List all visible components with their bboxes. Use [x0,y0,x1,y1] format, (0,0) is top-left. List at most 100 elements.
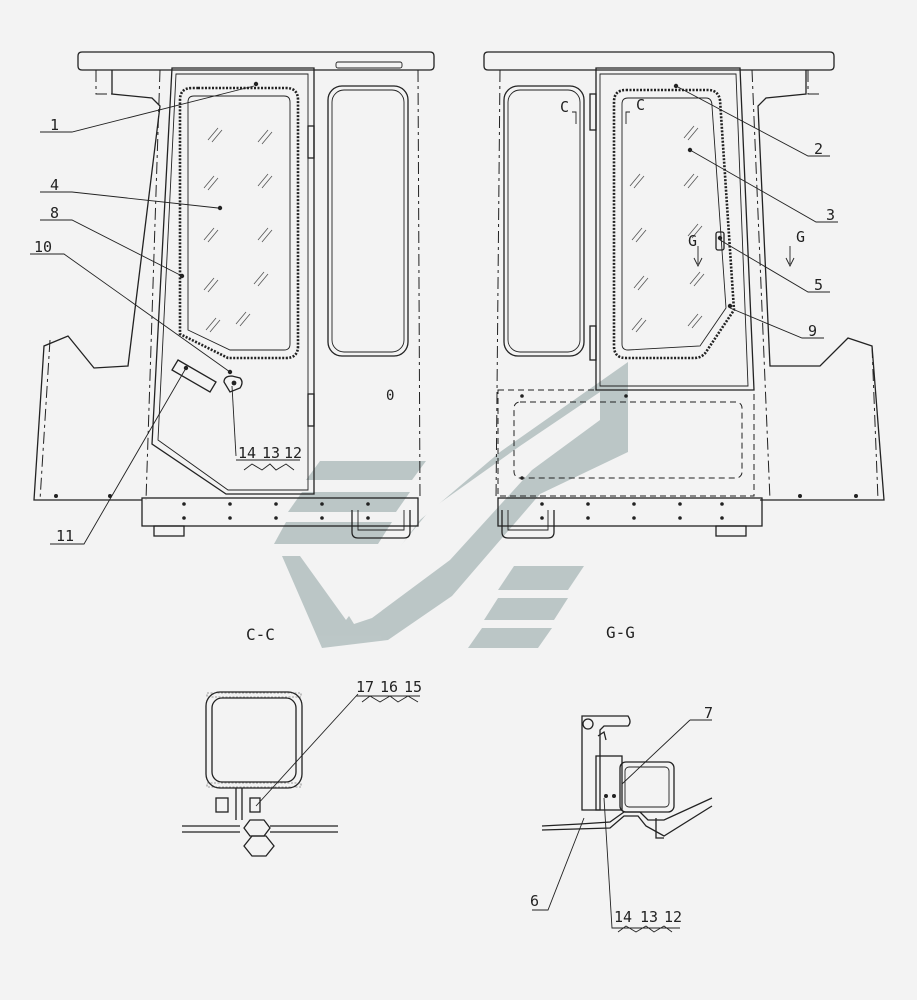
left-base-holes [54,494,370,520]
right-lock [715,231,725,251]
right-window-inner [621,97,727,351]
right-door-frame-inner [599,73,749,387]
right-lower-panel-inner [513,401,743,479]
right-hinge-upper [589,93,597,131]
cc-leader [255,693,359,807]
gg-leader-7 [621,719,712,785]
cc-brace [361,695,419,703]
gg-seal [655,818,664,839]
gg-tube-inner [624,766,670,808]
section-c-mark-1 [572,111,577,124]
left-door-frame-inner [157,73,309,491]
label-14: 14 [238,444,256,462]
label-17: 17 [356,678,374,696]
watermark-chevron-inner [318,392,600,624]
gg-leader-14 [603,797,680,929]
watermark-stripe [288,492,410,512]
section-g-mark-2 [785,246,795,268]
left-roof-slot [335,61,403,69]
left-base [141,497,419,527]
cc-plate [182,825,338,833]
right-hinge-lower [589,325,597,361]
left-leaders [30,85,300,545]
left-rear-panel [417,69,421,501]
label-13: 13 [262,444,280,462]
gg-leader-6 [532,817,585,911]
right-roof [483,51,835,71]
left-step [351,510,411,539]
left-lock-bolt [231,380,237,386]
gg-lock-body [595,755,623,811]
right-pillar [757,70,885,501]
gg-plate [541,797,713,837]
left-pillar [33,70,161,501]
label-11: 11 [56,527,74,545]
section-c-mark-2 [625,111,630,124]
label-3: 3 [826,206,835,224]
cc-tube-inner [211,697,297,783]
label-4: 4 [50,176,59,194]
section-c-letter-1: C [560,98,569,116]
right-leaders [675,85,838,339]
cc-tube-outer [205,691,303,789]
right-base-holes [520,394,858,520]
right-rear-window-outer [503,85,585,357]
left-hinge-upper [307,125,315,159]
watermark-stripe [306,461,426,480]
section-gg-caption: G-G [606,623,635,642]
cc-tube-hatch [206,692,302,788]
label-2: 2 [814,140,823,158]
section-c-c: C-C 17 16 15 [182,625,422,857]
watermark-stripe [484,598,568,620]
watermark-stripe [274,522,392,544]
section-c-letter-2: C [636,96,645,114]
right-rear-window-inner [507,89,581,353]
left-step-inner [357,510,405,531]
left-roof [77,51,435,71]
right-rear-panel [495,69,501,501]
left-rear-window-outer [327,85,409,357]
section-g-letter-1: G [688,232,697,250]
label-12b: 12 [664,908,682,926]
label-9: 9 [808,322,817,340]
right-roof-inner [807,70,820,95]
right-glass-hatch [629,125,705,333]
left-cab-view: 0 [30,51,435,545]
left-glass-hatch [203,127,273,333]
label-15: 15 [404,678,422,696]
left-foot [153,525,185,537]
label-13b: 13 [640,908,658,926]
cc-bolt-right [249,797,261,813]
left-side-dash [39,339,51,501]
label-10: 10 [34,238,52,256]
section-g-g: G-G 7 6 14 13 12 [530,623,713,933]
right-step-inner [507,510,549,531]
left-window-inner [187,95,291,351]
left-rear-window-inner [331,89,405,353]
section-cc-caption: C-C [246,625,275,644]
right-lower-panel-outer [497,389,755,497]
right-side-dash [871,345,879,501]
watermark-stripe [468,628,552,648]
watermark-logo [274,362,628,648]
left-door-frame [151,67,315,495]
cc-bracket [235,788,243,820]
gg-lock-plate [581,715,631,811]
watermark-stripe [498,566,584,590]
left-pillar-dash [145,69,161,501]
left-lock [223,375,243,393]
left-handle [171,359,217,393]
label-14b: 14 [614,908,632,926]
gg-brace [617,925,673,933]
right-base [497,497,763,527]
right-step [501,510,555,539]
label-12: 12 [284,444,302,462]
cc-seal [243,819,271,837]
label-6: 6 [530,892,539,910]
cc-hinge-pin [243,835,275,857]
right-foot [715,525,747,537]
left-roof-inner [95,70,113,95]
section-g-letter-2: G [796,228,805,246]
left-hinge-lower [307,393,315,427]
